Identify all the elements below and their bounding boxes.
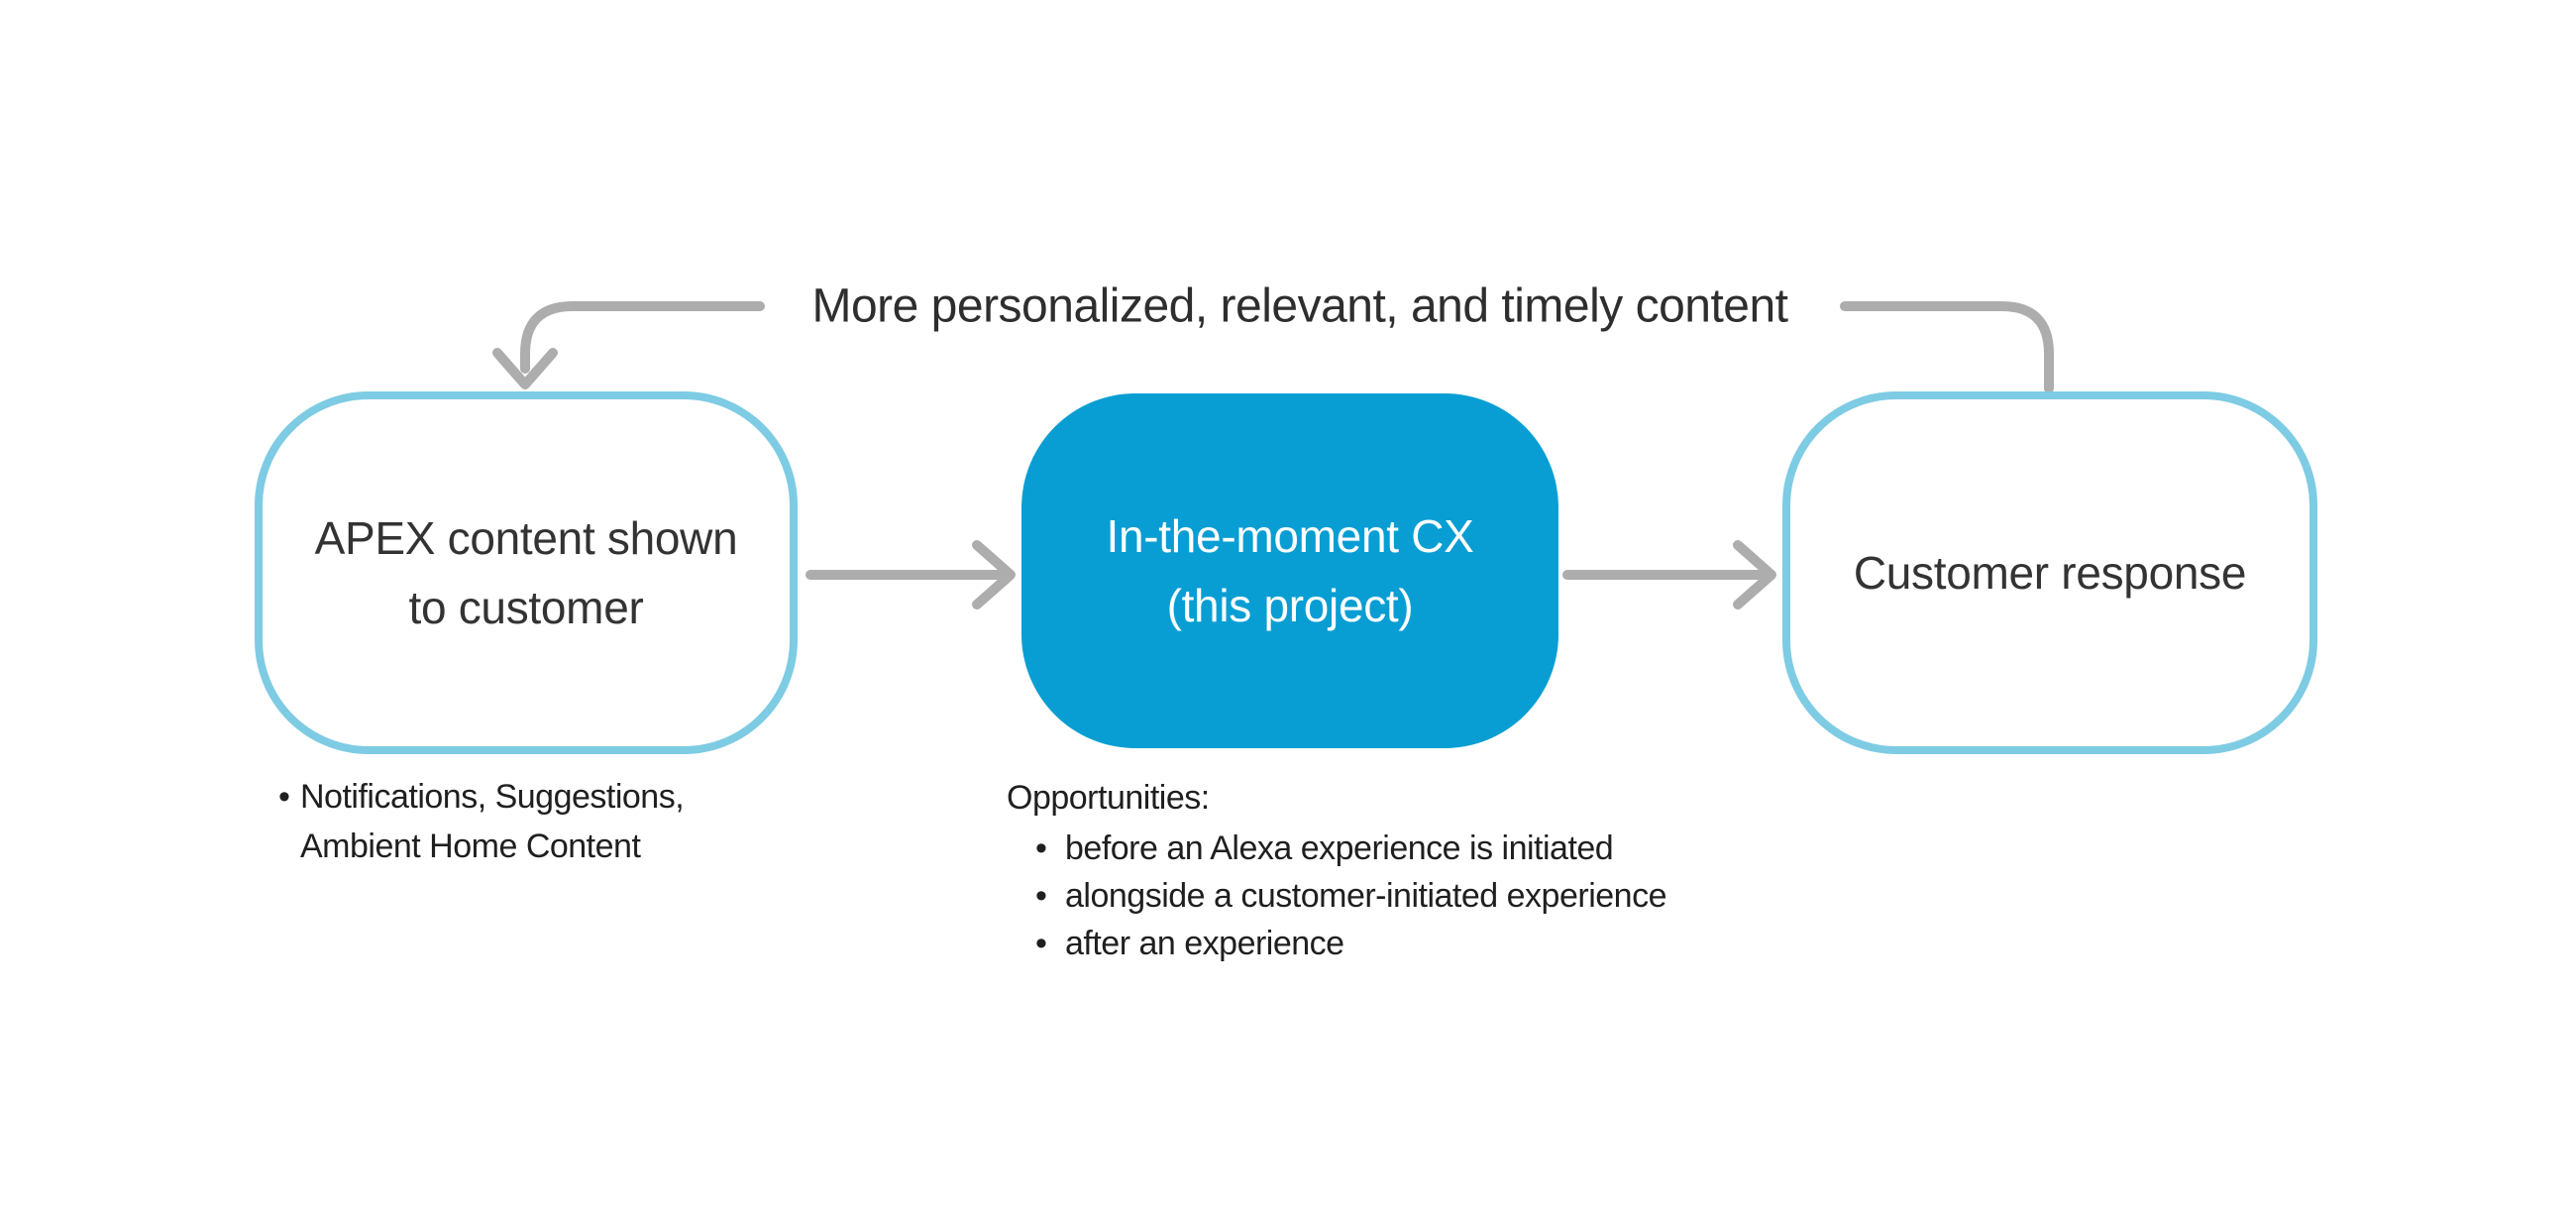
feedback-loop-line-left bbox=[520, 301, 765, 374]
apex-notes: Notifications, Suggestions, Ambient Home… bbox=[278, 772, 685, 871]
arrow-cx-to-response-head-icon bbox=[1733, 540, 1776, 609]
node-label-line: In-the-moment CX bbox=[1106, 510, 1474, 562]
arrow-apex-to-cx-head-icon bbox=[972, 540, 1016, 609]
list-item: before an Alexa experience is initiated bbox=[1035, 825, 1666, 872]
node-label-line: (this project) bbox=[1166, 580, 1414, 631]
note-line: Ambient Home Content bbox=[300, 828, 641, 865]
apex-notes-list: Notifications, Suggestions, Ambient Home… bbox=[278, 772, 685, 871]
feedback-loop-arrowhead-down-icon bbox=[492, 348, 558, 389]
list-item: alongside a customer-initiated experienc… bbox=[1035, 872, 1666, 920]
note-line: Notifications, Suggestions, bbox=[300, 778, 685, 816]
list-item: after an experience bbox=[1035, 920, 1666, 967]
node-apex-content: APEX content shown to customer bbox=[255, 391, 798, 754]
list-item: Notifications, Suggestions, Ambient Home… bbox=[278, 772, 685, 871]
feedback-loop-label: More personalized, relevant, and timely … bbox=[811, 279, 1788, 333]
feedback-loop-line-right bbox=[1840, 301, 2054, 393]
opportunities-notes: Opportunities: before an Alexa experienc… bbox=[1007, 774, 1666, 967]
node-label-line: to customer bbox=[408, 582, 644, 633]
opportunities-list: before an Alexa experience is initiated … bbox=[1035, 825, 1666, 967]
node-label-line: Customer response bbox=[1853, 547, 2247, 599]
node-customer-response: Customer response bbox=[1782, 391, 2317, 754]
opportunities-heading: Opportunities: bbox=[1007, 779, 1210, 817]
node-in-the-moment-cx: In-the-moment CX (this project) bbox=[1021, 393, 1558, 748]
node-label-line: APEX content shown bbox=[314, 512, 738, 564]
